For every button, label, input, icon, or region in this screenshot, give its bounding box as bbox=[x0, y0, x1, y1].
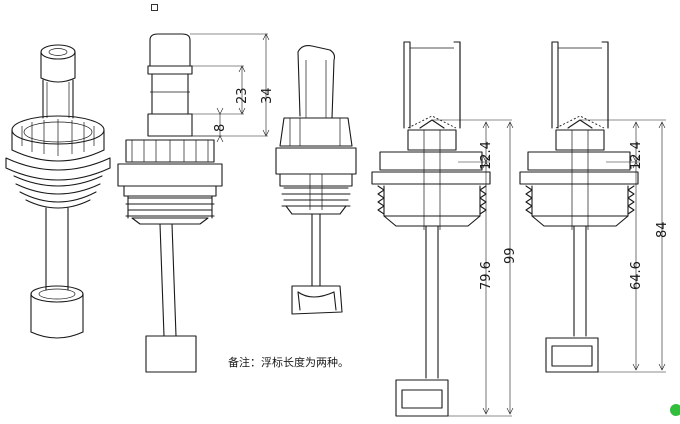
corner-marker bbox=[151, 4, 158, 11]
dim-b-float: 64.6 bbox=[629, 261, 644, 290]
dim-a-float: 79.6 bbox=[479, 261, 494, 290]
dim-b-total: 84 bbox=[655, 221, 670, 238]
section-short-float: 12.4 64.6 84 bbox=[519, 41, 670, 373]
drawing-note: 备注：浮标长度为两种。 bbox=[228, 356, 349, 369]
dim-side-lower: 8 bbox=[213, 124, 228, 132]
dim-side-total: 34 bbox=[260, 87, 275, 104]
isometric-view bbox=[5, 44, 111, 339]
dim-a-total: 99 bbox=[503, 247, 518, 264]
dim-b-top: 12.4 bbox=[629, 141, 644, 170]
section-long-float: 12.4 79.6 99 bbox=[371, 41, 518, 417]
cutaway-section-view bbox=[275, 45, 357, 315]
status-dot-icon bbox=[670, 404, 680, 416]
dim-side-upper: 23 bbox=[235, 87, 250, 104]
dim-a-top: 12.4 bbox=[479, 141, 494, 170]
side-elevation-view: 34 23 8 bbox=[117, 33, 275, 373]
